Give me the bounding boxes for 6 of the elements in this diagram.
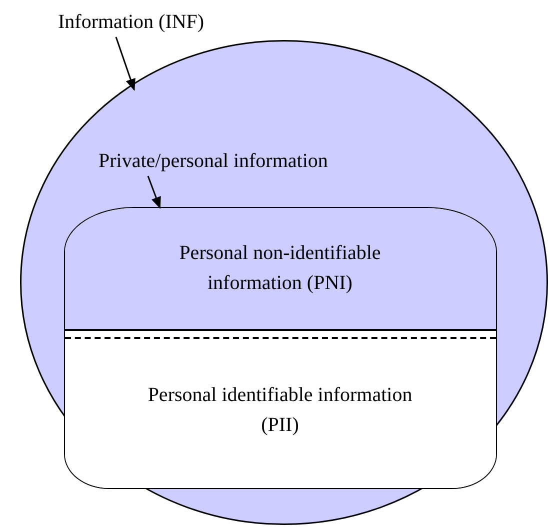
label-text: Private/personal information bbox=[98, 146, 370, 174]
rounded-region bbox=[64, 206, 496, 488]
arrow bbox=[147, 176, 161, 209]
region-label: Personal non-identifiable information (PNI) bbox=[64, 208, 496, 331]
arrow bbox=[115, 36, 136, 91]
label-text: Information (INF) bbox=[58, 8, 234, 36]
